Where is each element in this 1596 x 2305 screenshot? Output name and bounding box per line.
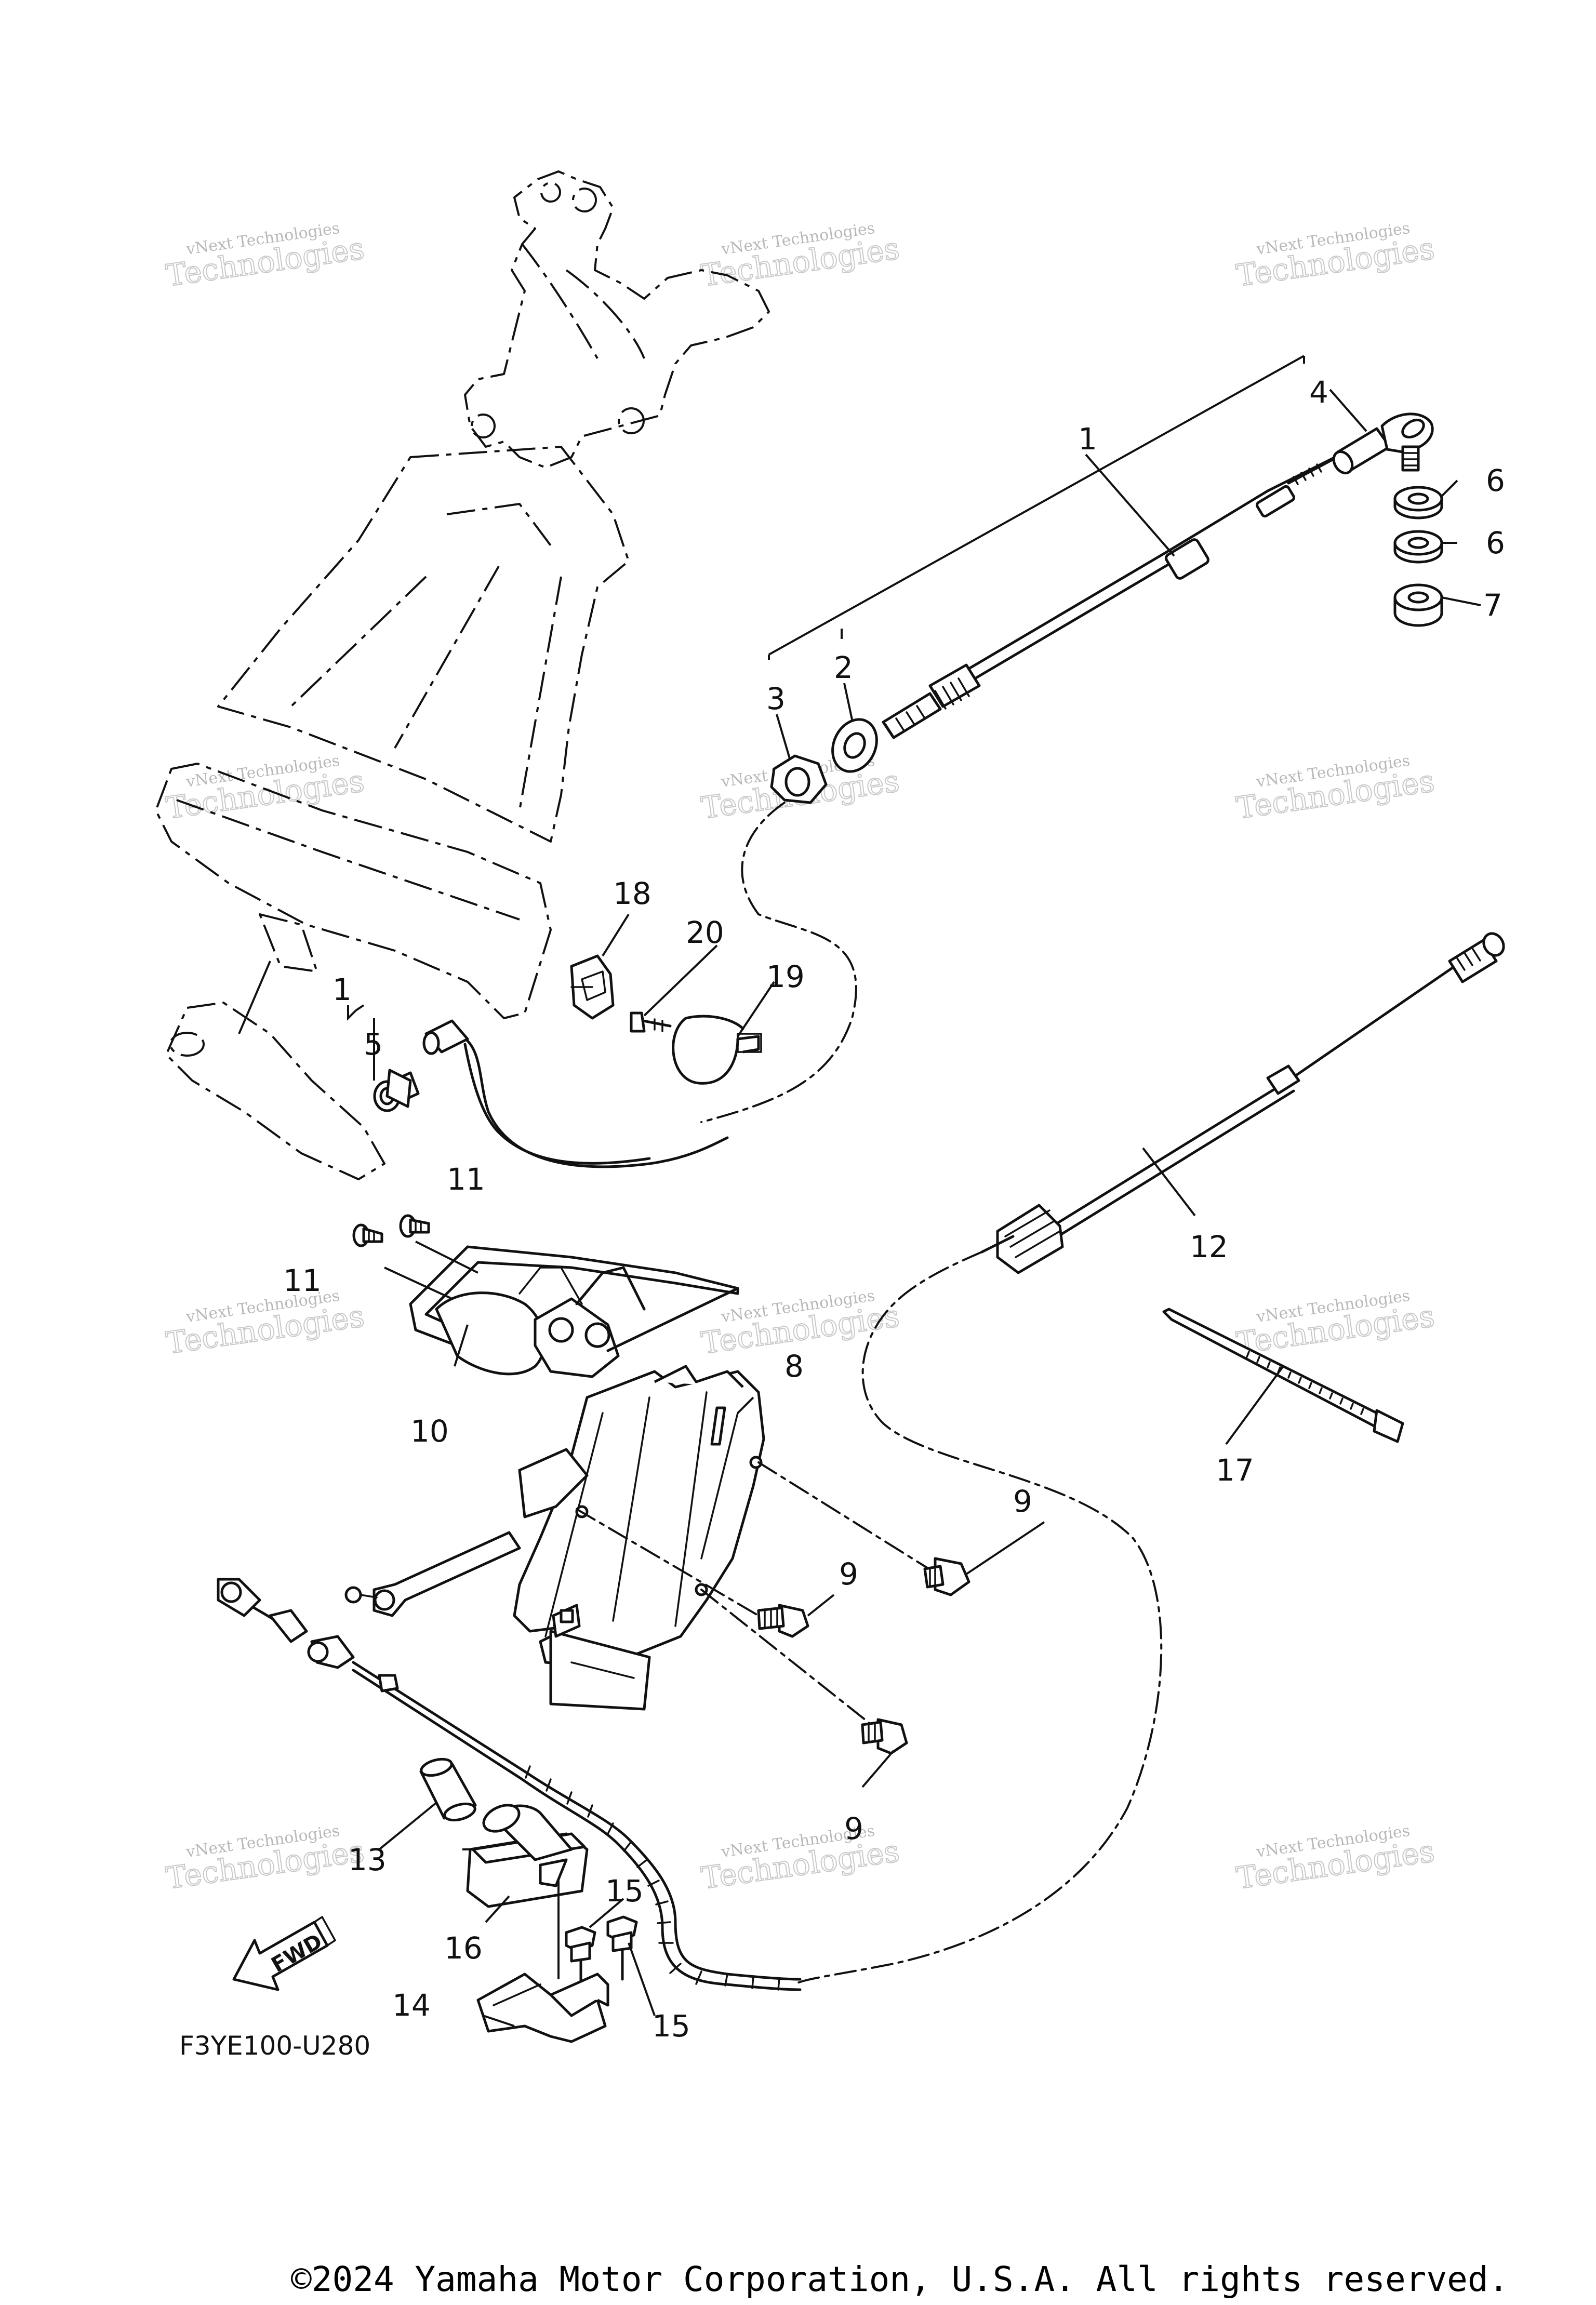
callout-12: 12	[1190, 1229, 1228, 1264]
fwd-arrow-icon: FWD	[232, 1916, 336, 1991]
watermark: vNext Technologies Technologies	[1234, 1287, 1438, 1362]
callout-1-lower: 1	[332, 972, 352, 1007]
callout-20: 20	[686, 915, 724, 950]
watermark: vNext Technologies Technologies	[164, 1287, 367, 1362]
washer-6b	[1393, 530, 1443, 564]
watermark: vNext Technologies Technologies	[699, 1822, 902, 1897]
callout-19: 19	[766, 959, 805, 994]
pin-20	[630, 1011, 672, 1033]
axis-9c	[700, 1589, 879, 1731]
callout-18: 18	[613, 876, 651, 911]
watermark: vNext Technologies Technologies	[164, 1822, 367, 1897]
callout-11a: 11	[447, 1162, 485, 1197]
nut-3	[770, 754, 828, 804]
watermark: vNext Technologies Technologies	[1234, 219, 1438, 294]
callout-6a: 6	[1486, 463, 1505, 498]
watermarks: vNext Technologies Technologies vNext Te…	[164, 219, 1438, 1897]
grommet-16	[466, 1804, 589, 1908]
callout-9a: 9	[1013, 1484, 1032, 1519]
leaders	[347, 389, 1481, 2027]
watermark: vNext Technologies Technologies	[164, 752, 367, 827]
bolt-15a	[565, 1926, 596, 1991]
leader-1b	[238, 961, 271, 1034]
callout-9b: 9	[839, 1556, 858, 1592]
sleeve-13	[419, 1757, 477, 1822]
nut-7	[1393, 583, 1443, 627]
watermark: vNext Technologies Technologies	[699, 219, 902, 294]
callout-9c: 9	[844, 1811, 863, 1846]
axis-9b	[576, 1508, 760, 1617]
steering-housing-phantom	[155, 170, 770, 1180]
callout-15a: 15	[605, 1873, 644, 1909]
cable-tie-17	[1162, 1308, 1404, 1443]
throttle-cable-1	[768, 355, 1434, 739]
callout-3: 3	[766, 681, 786, 716]
callout-5: 5	[364, 1027, 383, 1062]
callout-11b: 11	[283, 1263, 322, 1298]
cable-12	[980, 932, 1505, 1274]
washer-2	[831, 718, 878, 773]
cable-route-upper	[700, 802, 857, 1123]
screw-9a	[923, 1557, 970, 1596]
bracket-10	[384, 1241, 739, 1378]
copyright-notice: ©2024 Yamaha Motor Corporation, U.S.A. A…	[291, 2259, 1509, 2299]
screw-9b	[757, 1604, 809, 1638]
callout-13: 13	[348, 1842, 387, 1877]
axis-9a	[757, 1461, 947, 1580]
watermark: vNext Technologies Technologies	[164, 219, 367, 294]
callout-8: 8	[784, 1349, 804, 1384]
cable-route-12	[794, 1251, 1163, 1986]
diagram-code: F3YE100-U280	[179, 2031, 370, 2061]
watermark: vNext Technologies Technologies	[1234, 752, 1438, 827]
callout-1: 1	[1078, 421, 1097, 457]
callout-15b: 15	[652, 2008, 690, 2044]
bolt-15b	[606, 1915, 638, 1981]
bracket-8	[344, 1365, 765, 1711]
cable-socket-5	[373, 1019, 729, 1168]
watermark: vNext Technologies Technologies	[1234, 1822, 1438, 1897]
screw-11a	[352, 1223, 383, 1247]
callout-14: 14	[392, 1988, 431, 2023]
callout-16: 16	[444, 1930, 483, 1966]
screw-9c	[861, 1718, 908, 1755]
callout-2: 2	[834, 650, 853, 685]
callout-4: 4	[1309, 375, 1328, 410]
callout-17: 17	[1216, 1453, 1254, 1488]
callout-7: 7	[1483, 588, 1502, 623]
clamp-18	[570, 954, 615, 1020]
callout-10: 10	[410, 1414, 449, 1449]
lower-cable	[217, 1578, 802, 1991]
callout-labels: 1 1 2 3 4 5 6 6 7 8 9 9 9 10 11 11 12 13…	[283, 375, 1505, 2044]
callout-6b: 6	[1486, 525, 1505, 561]
band-19	[672, 1015, 762, 1085]
washer-6a	[1393, 486, 1443, 519]
screw-11b	[399, 1214, 430, 1238]
